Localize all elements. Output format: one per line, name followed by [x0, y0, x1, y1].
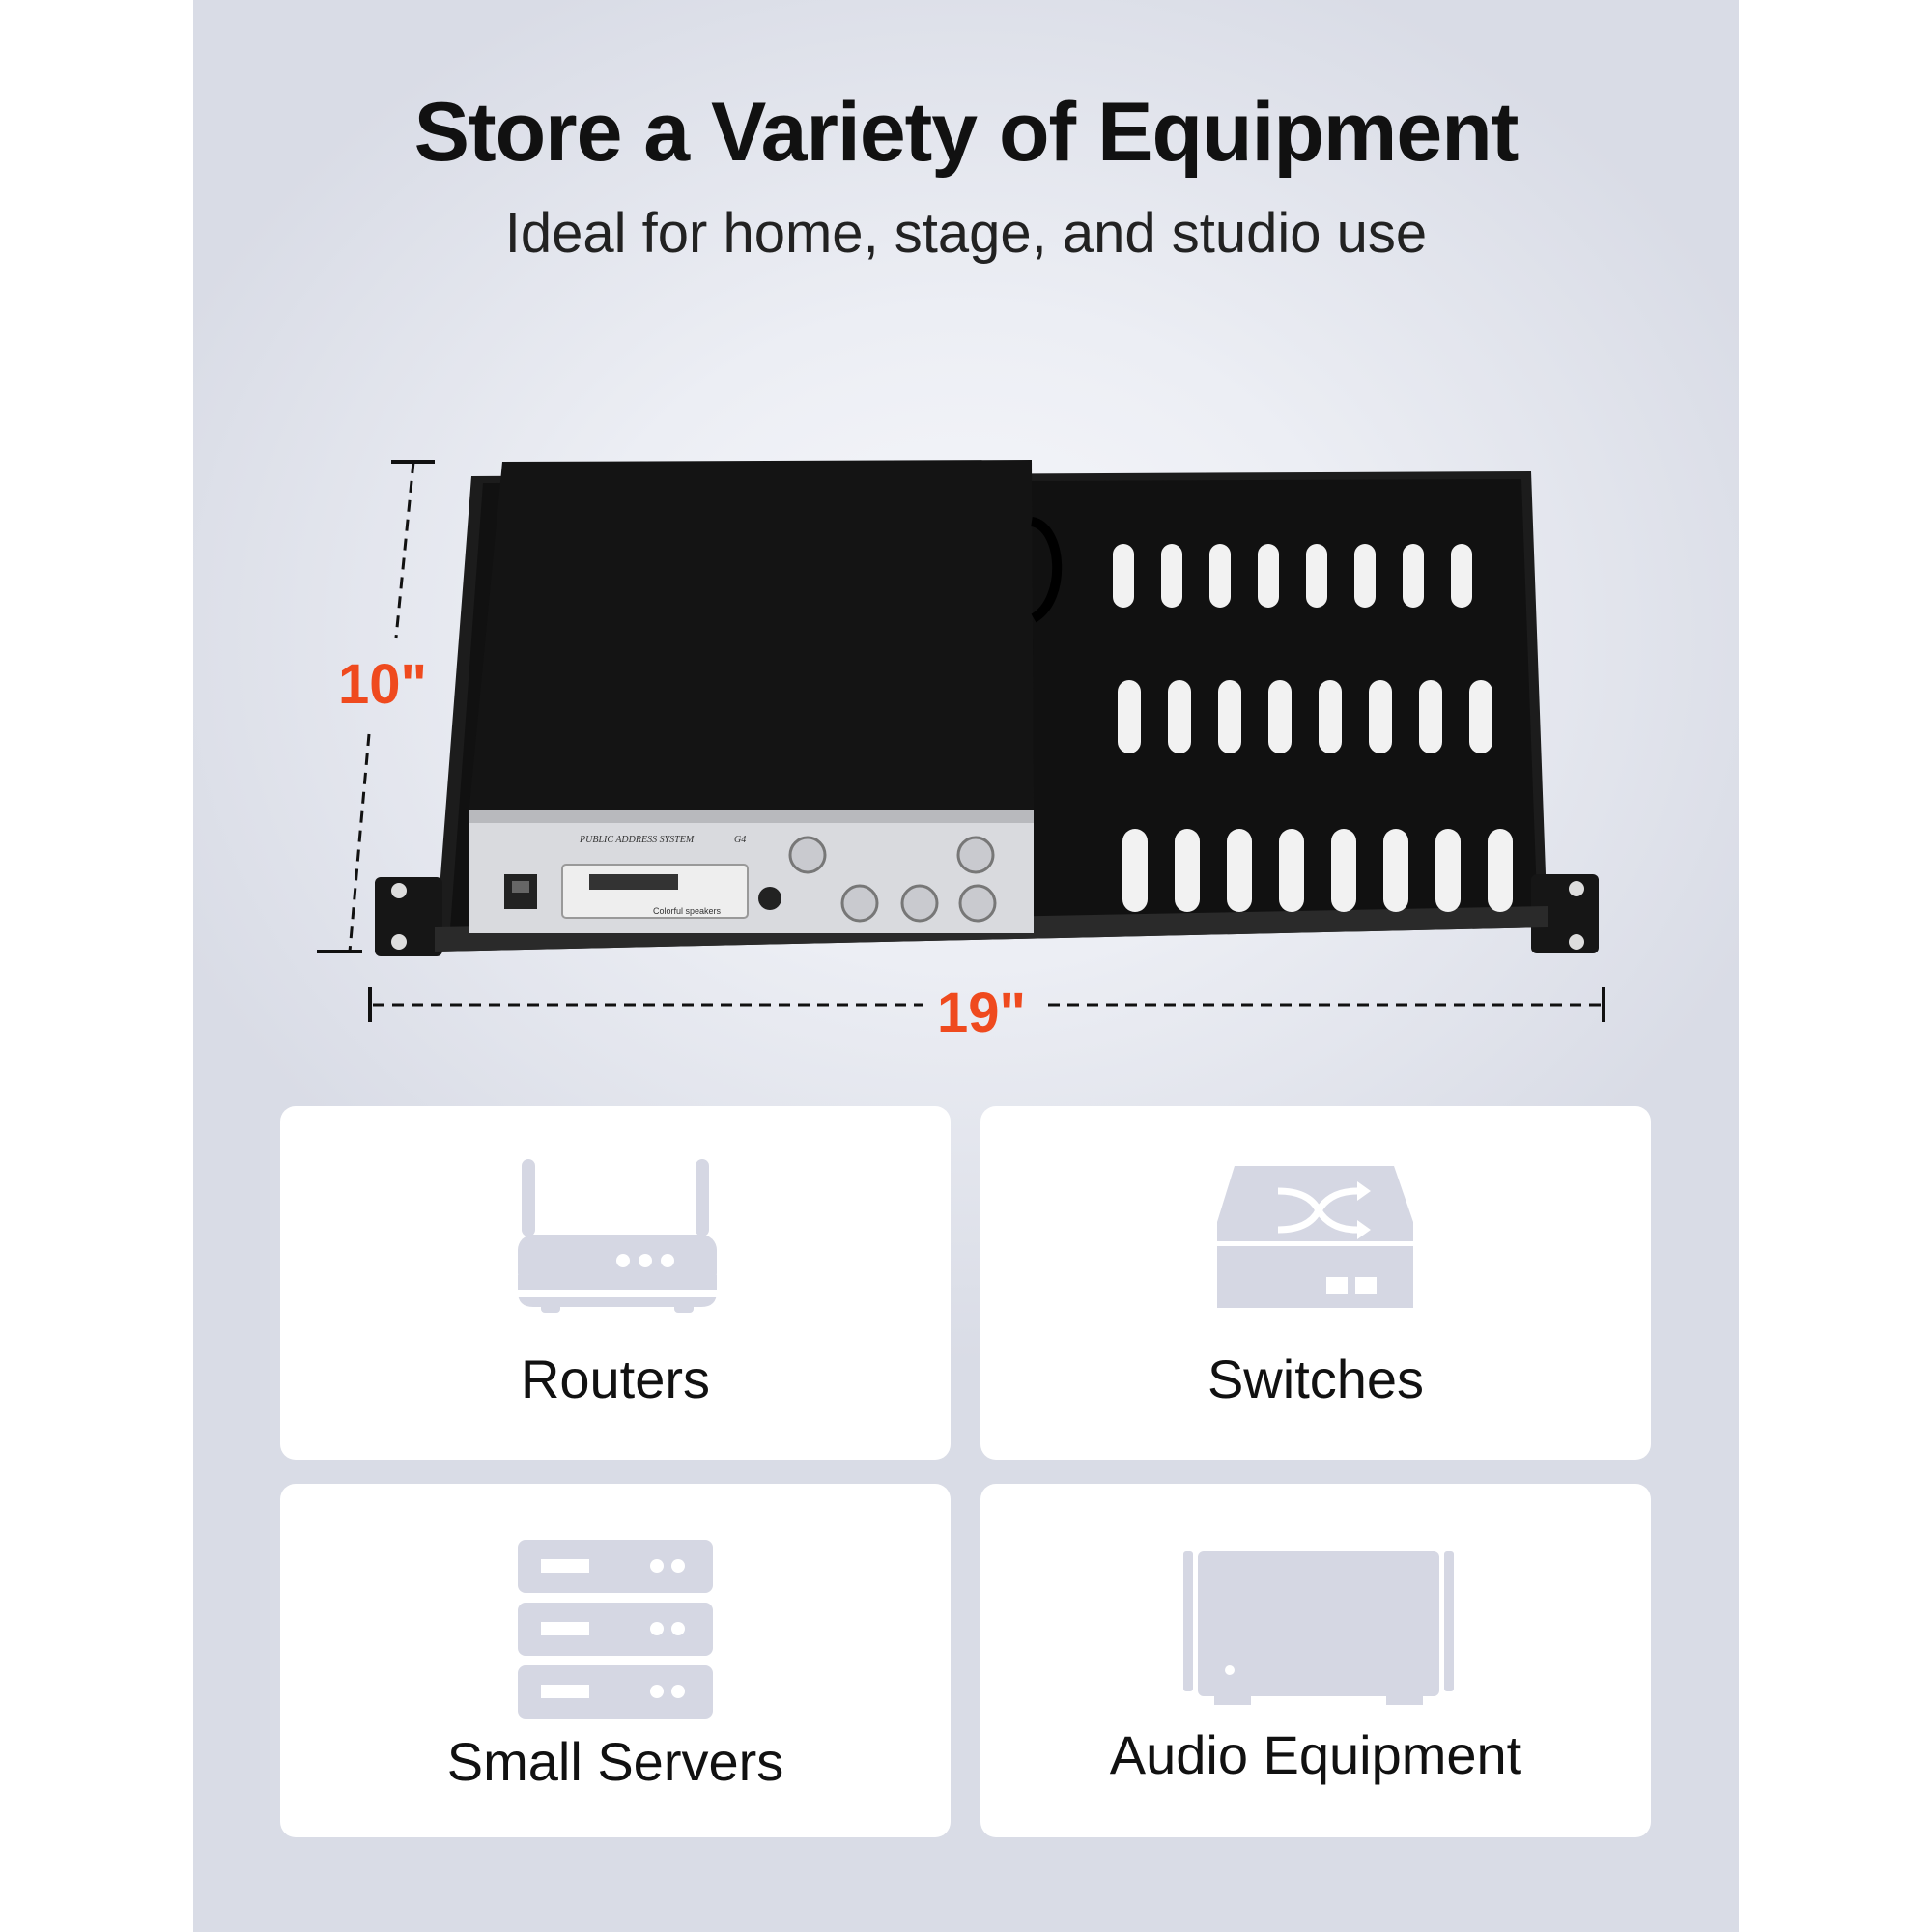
- amp-knob: [788, 836, 827, 874]
- router-icon: [518, 1159, 717, 1313]
- vent-slot: [1118, 680, 1141, 753]
- vent-slot: [1331, 829, 1356, 912]
- amp-knob: [840, 884, 879, 923]
- category-label-audio-equipment: Audio Equipment: [1109, 1724, 1522, 1785]
- page-title: Store a Variety of Equipment: [413, 86, 1520, 179]
- rack-shelf-illustration: PUBLIC ADDRESS SYSTEM G4 Colorful speake…: [317, 460, 1605, 1022]
- category-label-routers: Routers: [520, 1349, 711, 1409]
- vent-slot: [1469, 680, 1492, 753]
- page-subtitle: Ideal for home, stage, and studio use: [504, 202, 1428, 265]
- server-drive-slot: [541, 1622, 589, 1635]
- server-rack-icon: [518, 1540, 713, 1719]
- vent-slot: [1419, 680, 1442, 753]
- category-card-routers: Routers: [280, 1106, 951, 1460]
- product-panel: Store a Variety of Equipment Ideal for h…: [193, 0, 1739, 1932]
- vent-slot: [1354, 544, 1376, 608]
- category-label-switches: Switches: [1207, 1349, 1425, 1409]
- vent-slot: [1488, 829, 1513, 912]
- category-card-switches: Switches: [980, 1106, 1651, 1460]
- height-dimension-label: 10": [338, 653, 428, 716]
- amp-model-text: G4: [734, 835, 746, 845]
- server-drive-slot: [541, 1685, 589, 1698]
- server-unit: [518, 1540, 713, 1593]
- server-led: [671, 1559, 685, 1573]
- height-dimension-line: [317, 460, 435, 953]
- vent-slot: [1175, 829, 1200, 912]
- vent-slots: [1113, 544, 1513, 912]
- vent-slot: [1258, 544, 1279, 608]
- server-drive-slot: [541, 1559, 589, 1573]
- vent-slot: [1306, 544, 1327, 608]
- vent-slot: [1168, 680, 1191, 753]
- server-unit: [518, 1665, 713, 1719]
- server-led: [650, 1559, 664, 1573]
- server-led: [650, 1685, 664, 1698]
- category-card-small-servers: Small Servers: [280, 1484, 951, 1837]
- vent-slot: [1383, 829, 1408, 912]
- audio-equipment-icon: [1183, 1551, 1454, 1705]
- network-switch-icon: [1217, 1166, 1413, 1308]
- vent-slot: [1279, 829, 1304, 912]
- width-dimension-label: 19": [937, 981, 1027, 1044]
- amplifier: PUBLIC ADDRESS SYSTEM G4 Colorful speake…: [469, 460, 1063, 933]
- vent-slot: [1209, 544, 1231, 608]
- vent-slot: [1451, 544, 1472, 608]
- vent-slot: [1319, 680, 1342, 753]
- category-label-small-servers: Small Servers: [446, 1731, 784, 1792]
- vent-slot: [1435, 829, 1461, 912]
- server-led: [671, 1622, 685, 1635]
- vent-slot: [1122, 829, 1148, 912]
- amp-knob: [956, 836, 995, 874]
- vent-slot: [1268, 680, 1292, 753]
- server-led: [650, 1622, 664, 1635]
- amp-panel-text: PUBLIC ADDRESS SYSTEM: [579, 835, 695, 845]
- vent-slot: [1161, 544, 1182, 608]
- vent-slot: [1227, 829, 1252, 912]
- vent-slot: [1218, 680, 1241, 753]
- vent-slot: [1369, 680, 1392, 753]
- amp-knob: [958, 884, 997, 923]
- server-unit: [518, 1603, 713, 1656]
- width-dimension-line: [368, 987, 1605, 1022]
- server-led: [671, 1685, 685, 1698]
- vent-slot: [1113, 544, 1134, 608]
- amp-knob: [900, 884, 939, 923]
- category-card-audio-equipment: Audio Equipment: [980, 1484, 1651, 1837]
- vent-slot: [1403, 544, 1424, 608]
- amp-speaker-text: Colorful speakers: [653, 906, 722, 916]
